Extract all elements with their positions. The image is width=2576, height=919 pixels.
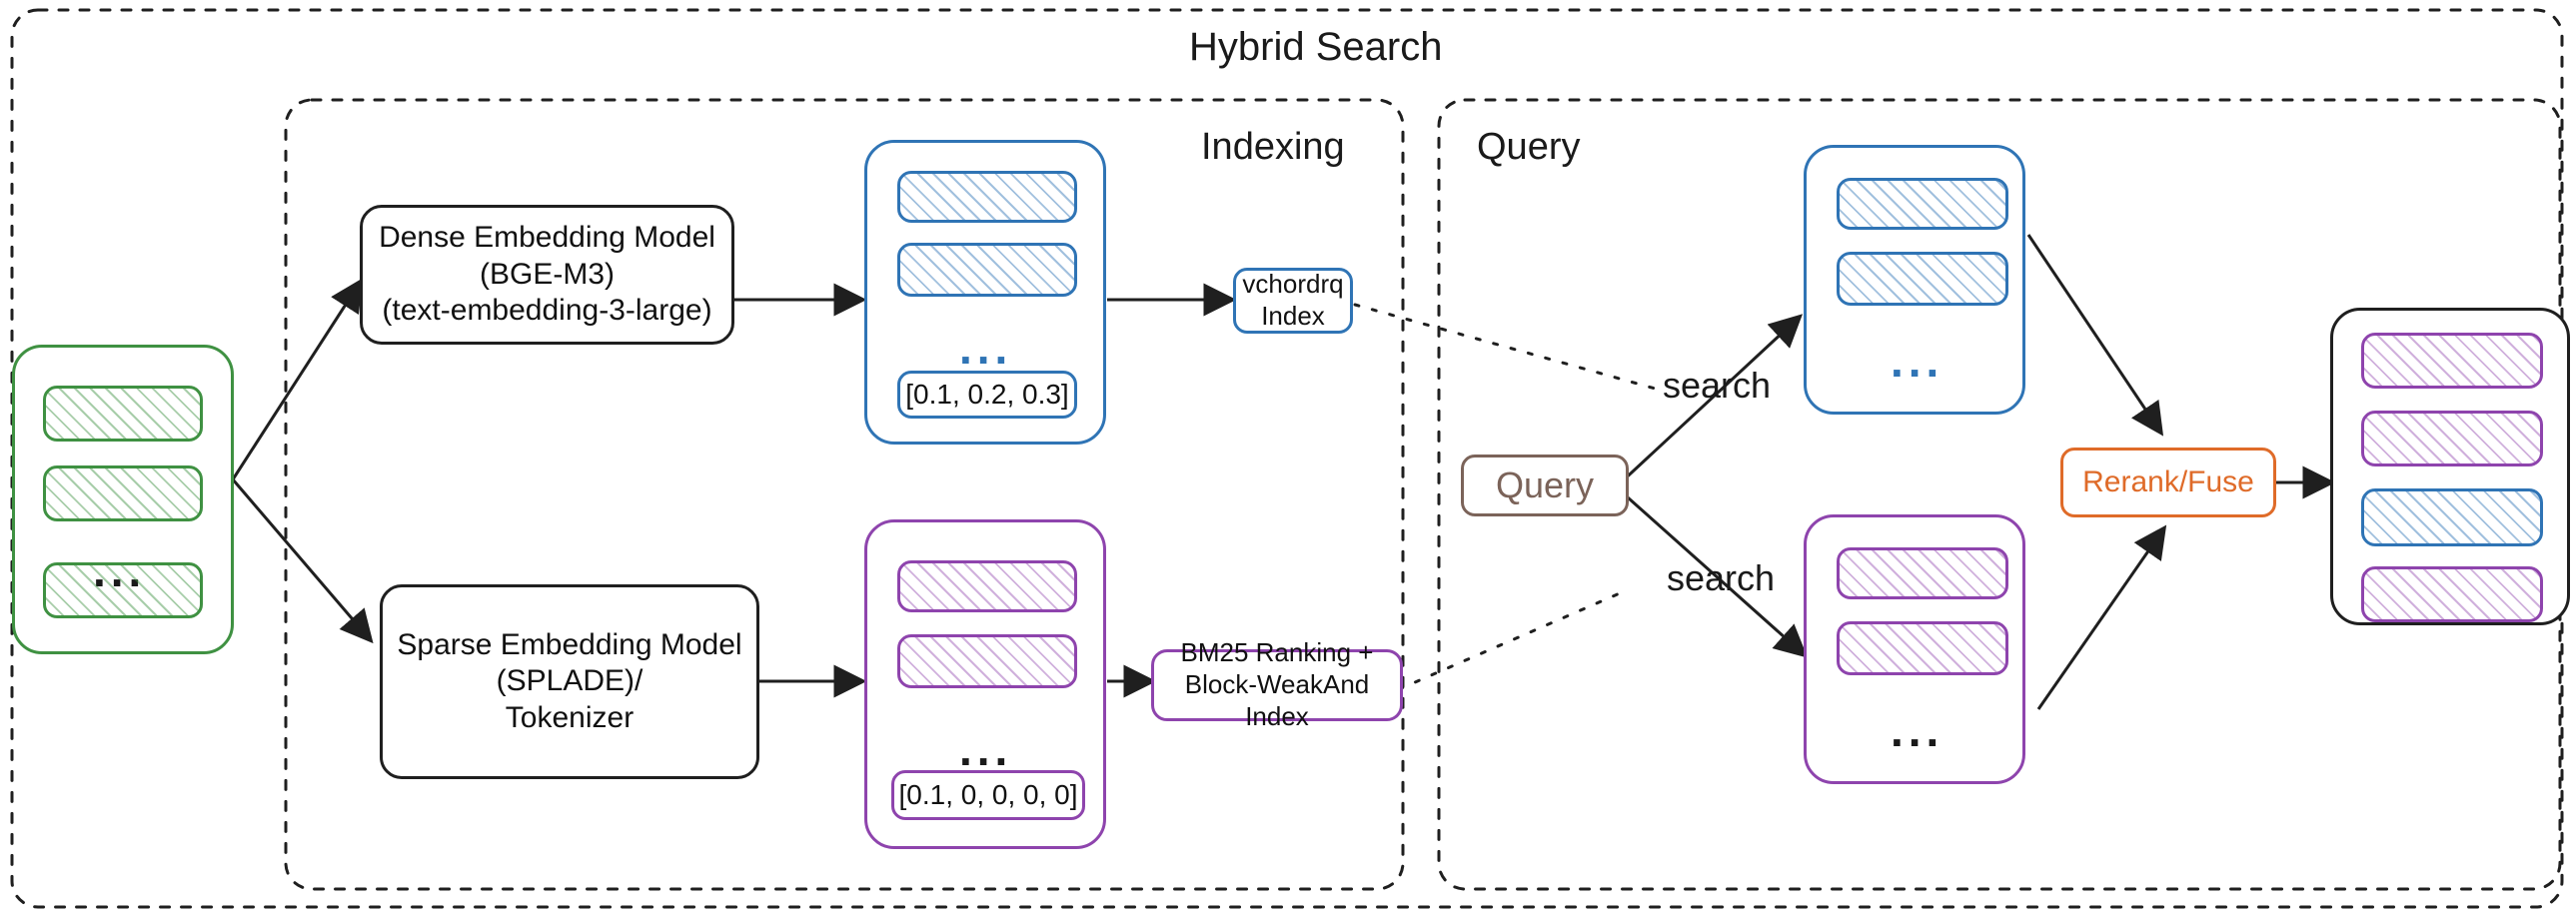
- vchordrq-index-node[interactable]: vchordrq Index: [1233, 268, 1353, 334]
- query-node[interactable]: Query: [1461, 455, 1629, 516]
- final-result-record-dense: [2361, 488, 2543, 546]
- final-result-record-sparse: [2361, 566, 2543, 622]
- edge-label-search-sparse: search: [1667, 557, 1776, 598]
- dense-embedding-model-node[interactable]: Dense Embedding Model (BGE-M3) (text-emb…: [360, 205, 734, 345]
- section-title-indexing: Indexing: [1201, 126, 1345, 168]
- rerank-fuse-node[interactable]: Rerank/Fuse: [2060, 448, 2276, 517]
- sparse-vector-record: [897, 634, 1077, 688]
- dense-result-record: [1837, 178, 2008, 230]
- sparse-embedding-model-label: Sparse Embedding Model (SPLADE)/ Tokeniz…: [397, 627, 742, 734]
- dense-vector-record: [897, 243, 1077, 297]
- ellipsis: ...: [93, 547, 146, 593]
- dense-vector-stack: ... [0.1, 0.2, 0.3]: [864, 140, 1106, 445]
- dense-result-record: [1837, 252, 2008, 306]
- sparse-results-stack: ...: [1804, 514, 2025, 784]
- source-documents-stack: ...: [12, 345, 234, 654]
- page-title: Hybrid Search: [1189, 25, 1443, 69]
- ellipsis: ...: [1891, 704, 1944, 756]
- sparse-vector-value: [0.1, 0, 0, 0, 0]: [891, 770, 1085, 820]
- bm25-index-label: BM25 Ranking + Block-WeakAnd Index: [1180, 637, 1374, 731]
- dense-vector-record: [897, 171, 1077, 223]
- ellipsis: ...: [1891, 335, 1944, 387]
- query-label: Query: [1495, 464, 1595, 506]
- edge-label-search-dense: search: [1663, 365, 1772, 406]
- sparse-vector-record: [897, 560, 1077, 612]
- dense-embedding-model-label: Dense Embedding Model (BGE-M3) (text-emb…: [379, 221, 715, 328]
- sparse-result-record: [1837, 621, 2008, 675]
- ellipsis: ...: [959, 322, 1013, 374]
- document-record: [43, 465, 203, 521]
- document-record: [43, 386, 203, 442]
- final-result-record-sparse: [2361, 411, 2543, 466]
- vchordrq-index-label: vchordrq Index: [1242, 269, 1344, 331]
- section-title-query: Query: [1477, 126, 1581, 168]
- bm25-index-node[interactable]: BM25 Ranking + Block-WeakAnd Index: [1151, 637, 1403, 731]
- ellipsis: ...: [959, 723, 1013, 775]
- rerank-fuse-label: Rerank/Fuse: [2082, 464, 2254, 498]
- document-record: [43, 562, 203, 618]
- sparse-vector-stack: ... [0.1, 0, 0, 0, 0]: [864, 519, 1106, 849]
- sparse-result-record: [1837, 547, 2008, 599]
- dense-results-stack: ...: [1804, 145, 2025, 415]
- final-result-record-sparse: [2361, 333, 2543, 389]
- dense-vector-value: [0.1, 0.2, 0.3]: [897, 371, 1077, 419]
- final-results-stack: [2330, 308, 2570, 625]
- sparse-embedding-model-node[interactable]: Sparse Embedding Model (SPLADE)/ Tokeniz…: [380, 584, 759, 779]
